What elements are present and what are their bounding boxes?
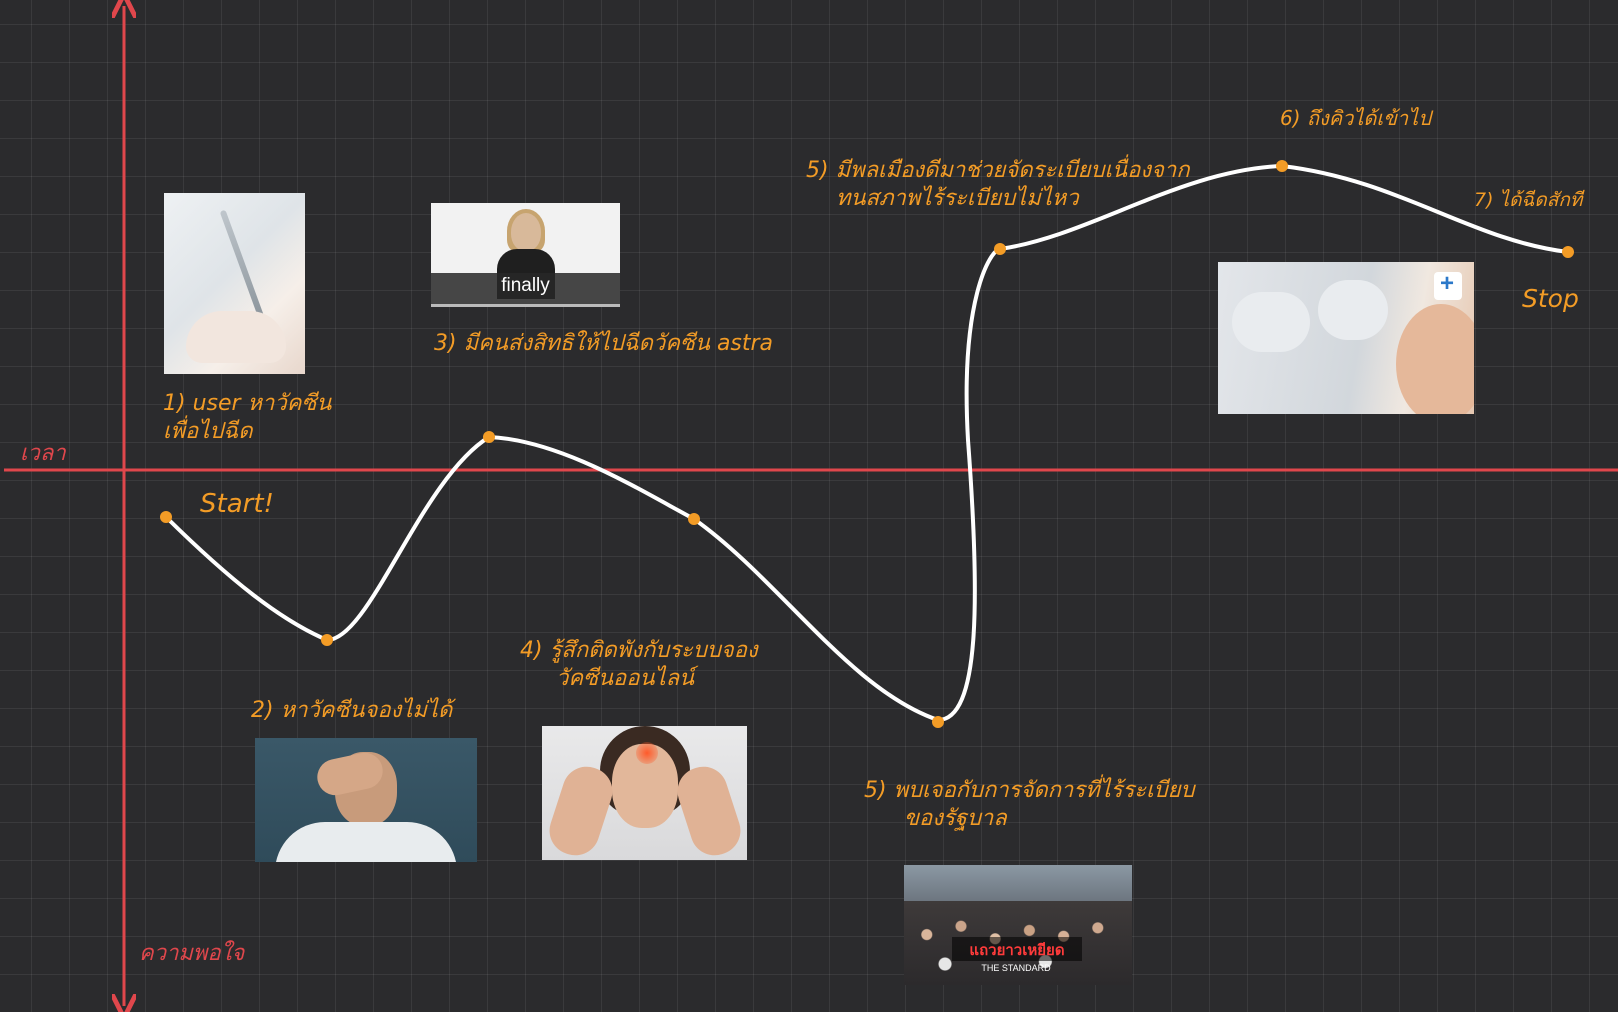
syringe-icon [219, 209, 267, 325]
y-axis-label: ความพอใจ [139, 941, 245, 966]
start-marker: Start! [200, 489, 274, 519]
point-step-2 [321, 634, 333, 646]
step-4-label: 4) รู้สึกติดพังกับระบบจอง วัคซีนออนไลน์ [520, 638, 758, 691]
hospital-logo-icon [1434, 270, 1462, 300]
queue-crowd-photo: แถวยาวเหยียด THE STANDARD [904, 865, 1132, 985]
frustrated-man-photo [255, 738, 477, 862]
step-5b-label: 5) มีพลเมืองดีมาช่วยจัดระเบียบเนื่องจาก … [806, 158, 1190, 211]
point-stop [1562, 246, 1574, 258]
point-start [160, 511, 172, 523]
step-7-label: 7) ได้ฉีดสักที [1474, 189, 1583, 211]
stop-marker: Stop [1522, 284, 1579, 313]
point-step-4 [688, 513, 700, 525]
vaccination-photo [1218, 262, 1474, 414]
step-6-label: 6) ถึงคิวได้เข้าไป [1280, 106, 1431, 130]
point-step-5a [932, 716, 944, 728]
woman-finally-photo: finally [431, 203, 620, 307]
news-banner: แถวยาวเหยียด [969, 941, 1065, 959]
journey-curve [164, 163, 1570, 723]
photo-caption: finally [501, 275, 550, 296]
step-5a-label: 5) พบเจอกับการจัดการที่ไร้ระเบียบ ของรัฐ… [864, 778, 1195, 831]
step-2-label: 2) หาวัคซีนจองไม่ได้ [251, 698, 453, 723]
syringe-photo [164, 193, 305, 374]
step-3-label: 3) มีคนส่งสิทธิให้ไปฉีดวัคซีน astra [434, 331, 774, 356]
journey-points [160, 160, 1574, 728]
step-1-label: 1) user หาวัคซีน เพื่อไปฉีด [163, 391, 332, 444]
point-step-5b [994, 243, 1006, 255]
gloved-hand [186, 311, 286, 363]
headache-woman-photo [542, 726, 747, 860]
point-step-6 [1276, 160, 1288, 172]
point-step-3 [483, 431, 495, 443]
x-axis-label: เวลา [20, 441, 66, 466]
news-source: THE STANDARD [981, 963, 1051, 973]
